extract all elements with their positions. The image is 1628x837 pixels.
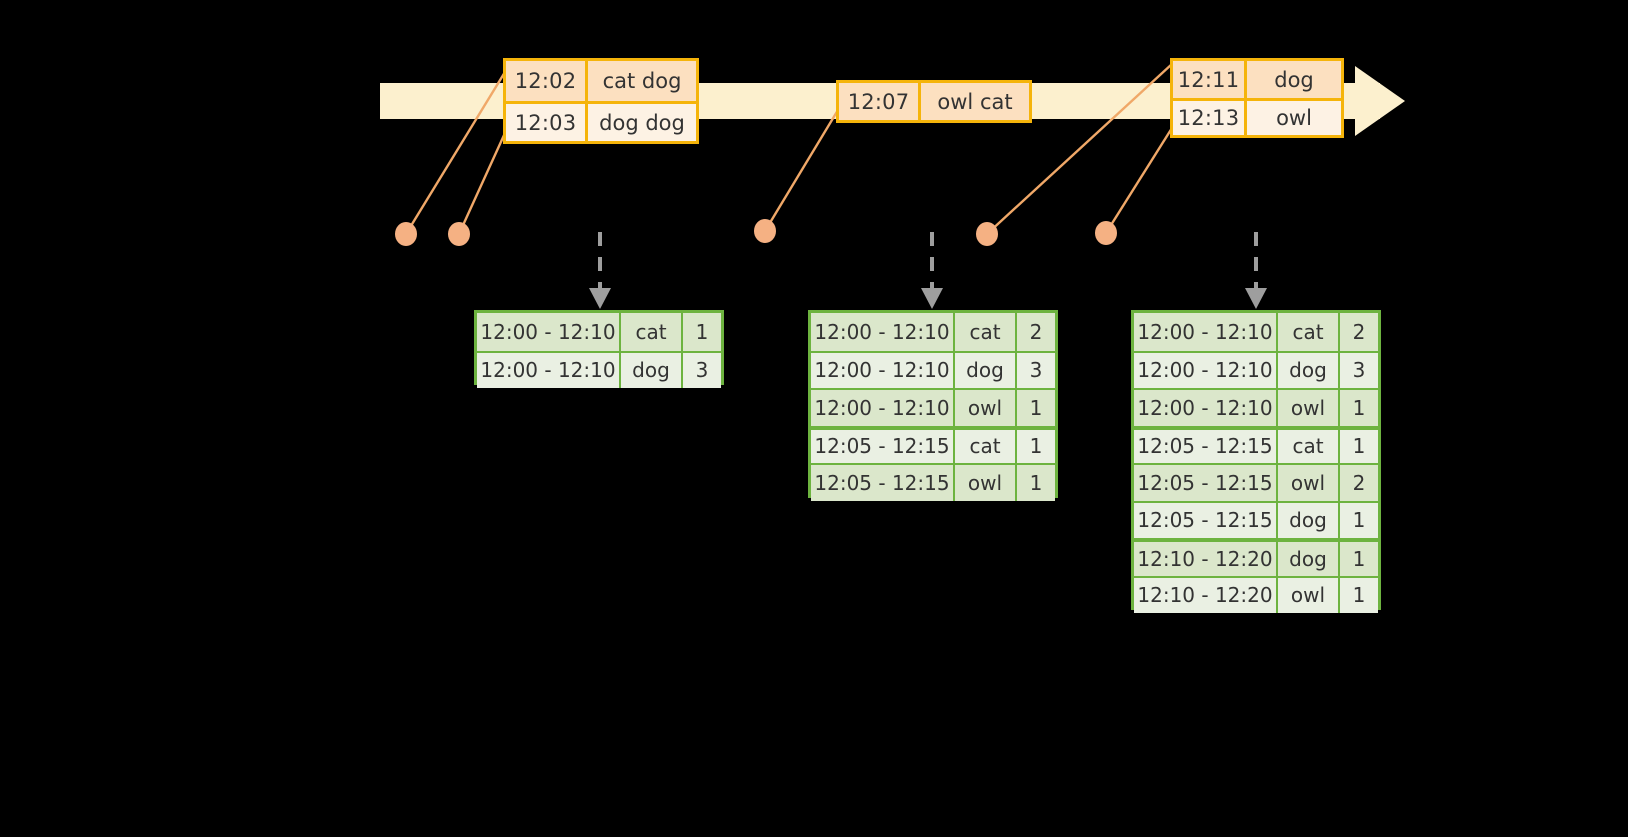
cell-count: 1 [1029, 395, 1043, 420]
event-words: owl cat [937, 89, 1013, 114]
cell-window: 12:00 - 12:10 [811, 390, 955, 426]
cell-window: 12:00 - 12:10 [811, 352, 955, 388]
cell-window: 12:00 - 12:10 [1134, 313, 1278, 351]
cell-key: owl [955, 465, 1017, 501]
emit-arrows [598, 232, 1258, 288]
event-words: owl [1276, 106, 1312, 130]
cell-key: cat [1278, 313, 1340, 351]
cell-window: 12:05 - 12:15 [811, 429, 955, 463]
event-row[interactable]: 12:03 dog dog [506, 101, 696, 141]
cell-window: 12:05 - 12:15 [811, 465, 955, 501]
cell-window: 12:00 - 12:10 [1134, 352, 1278, 388]
connector-line-5 [1104, 127, 1174, 234]
cell-count: 1 [1029, 434, 1043, 459]
event-row[interactable]: 12:02 cat dog [506, 61, 696, 101]
cell-key: dog [1278, 502, 1340, 538]
cell-window: 12:00 - 12:10 [477, 313, 621, 351]
cell-count: 1 [1352, 395, 1366, 420]
event-time: 12:03 [506, 104, 588, 141]
event-words: dog dog [599, 110, 685, 135]
event-row[interactable]: 12:07 owl cat [839, 83, 1029, 120]
event-dot-4 [976, 222, 998, 246]
event-time: 12:07 [839, 83, 921, 120]
cell-window: 12:05 - 12:15 [1134, 429, 1278, 463]
event-dot-2 [448, 222, 470, 246]
cell-key: owl [1278, 390, 1340, 426]
cell-window: 12:00 - 12:10 [811, 313, 955, 351]
cell-key: owl [955, 390, 1017, 426]
event-dot-3 [754, 219, 776, 243]
cell-key: owl [1278, 577, 1340, 613]
cell-count: 3 [1029, 358, 1043, 383]
cell-window: 12:05 - 12:15 [1134, 465, 1278, 501]
connector-line-2 [457, 132, 507, 235]
cell-key: cat [955, 313, 1017, 351]
event-words: dog [1274, 67, 1314, 92]
cell-count: 1 [1352, 508, 1366, 533]
cell-count: 1 [1352, 546, 1366, 571]
cell-count: 2 [1352, 319, 1366, 344]
event-row[interactable]: 12:11 dog [1173, 61, 1341, 98]
cell-count: 1 [695, 319, 709, 344]
cell-key: dog [955, 352, 1017, 388]
connector-line-3 [763, 109, 840, 232]
event-dot-1 [395, 222, 417, 246]
cell-count: 1 [1352, 434, 1366, 459]
event-dot-5 [1095, 221, 1117, 245]
cell-key: cat [621, 313, 683, 351]
event-time: 12:02 [506, 61, 588, 101]
cell-key: cat [1278, 429, 1340, 463]
cell-window: 12:05 - 12:15 [1134, 502, 1278, 538]
event-group-3[interactable]: 12:11 dog 12:13 owl [1170, 58, 1344, 138]
cell-window: 12:10 - 12:20 [1134, 577, 1278, 613]
cell-count: 1 [1352, 583, 1366, 608]
connector-line-1 [404, 71, 507, 235]
event-group-1[interactable]: 12:02 cat dog 12:03 dog dog [503, 58, 699, 144]
event-time: 12:11 [1173, 61, 1247, 98]
cell-count: 2 [1352, 470, 1366, 495]
cell-count: 1 [1029, 470, 1043, 495]
cell-key: dog [1278, 352, 1340, 388]
event-group-2[interactable]: 12:07 owl cat [836, 80, 1032, 123]
cell-key: dog [621, 352, 683, 388]
cell-key: dog [1278, 542, 1340, 576]
emit-arrow-heads [589, 288, 1267, 309]
cell-key: owl [1278, 465, 1340, 501]
event-words: cat dog [602, 69, 682, 93]
cell-count: 3 [695, 358, 709, 383]
cell-window: 12:00 - 12:10 [477, 352, 621, 388]
cell-key: cat [955, 429, 1017, 463]
cell-window: 12:10 - 12:20 [1134, 542, 1278, 576]
event-row[interactable]: 12:13 owl [1173, 98, 1341, 135]
cell-count: 2 [1029, 319, 1043, 344]
event-time: 12:13 [1173, 101, 1247, 135]
cell-window: 12:00 - 12:10 [1134, 390, 1278, 426]
event-dots [395, 219, 1117, 246]
cell-count: 3 [1352, 358, 1366, 383]
